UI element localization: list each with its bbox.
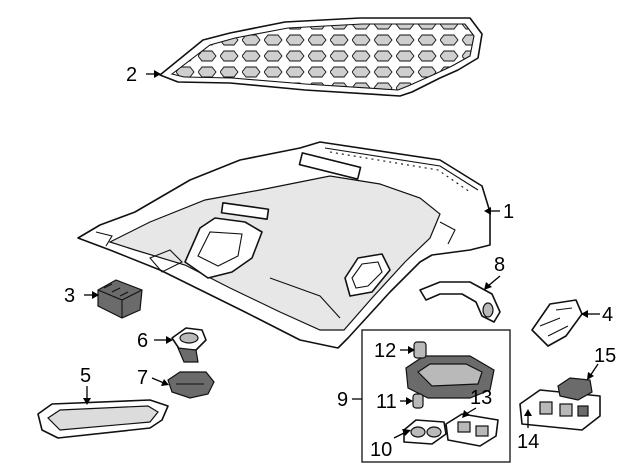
callout-6: 6 [137,330,148,352]
callout-15: 15 [594,345,616,367]
callout-2: 2 [126,64,137,86]
sunvisor-part [37,399,169,439]
bracket-part-6 [171,327,207,363]
leader-lines [83,70,600,439]
callout-10: 10 [370,439,392,461]
callout-7: 7 [137,367,148,389]
grab-handle-part [419,281,501,323]
callout-11: 11 [376,391,397,413]
callout-9: 9 [337,389,348,411]
callout-8: 8 [494,254,505,276]
callout-13: 13 [470,387,492,409]
callout-14: 14 [517,431,539,453]
bracket-part-4 [531,299,583,347]
insulator-pad-part [159,17,483,97]
callout-1: 1 [503,201,514,223]
callout-5: 5 [80,365,91,387]
bulb-part-12 [413,341,427,359]
callout-12: 12 [374,340,396,362]
headliner-part [77,141,491,349]
lamp-part-7 [167,371,215,399]
callout-4: 4 [602,304,613,326]
switch-part-15 [557,377,593,401]
clip-part-3 [97,279,143,319]
lens-part-10 [403,419,447,445]
callout-3: 3 [64,285,75,307]
bulb-part-11 [412,393,424,409]
lens-part-13 [445,413,499,447]
overhead-console-part [405,355,495,399]
switch-bezel-part [519,389,601,431]
